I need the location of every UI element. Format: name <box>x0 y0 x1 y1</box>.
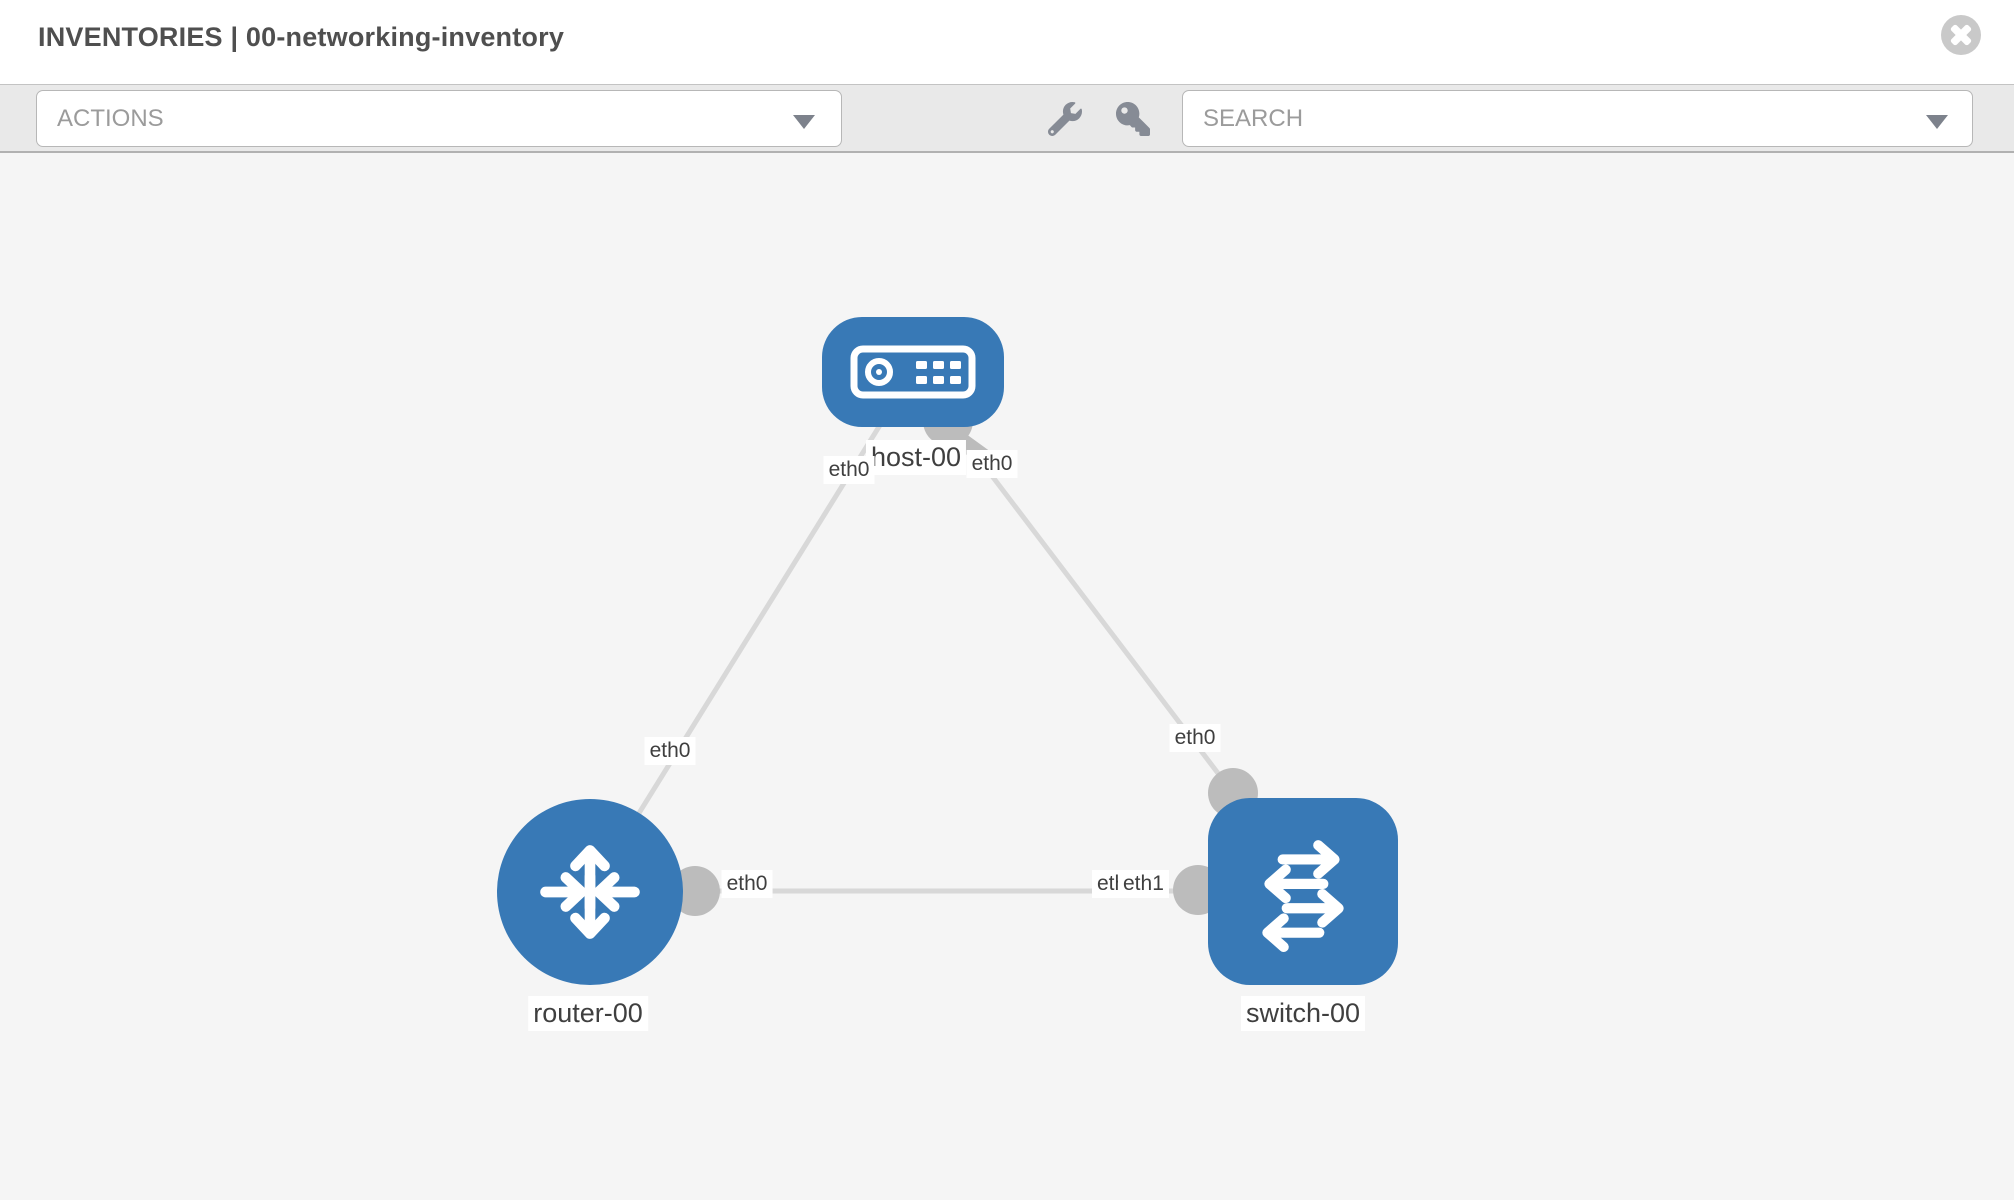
key-icon <box>1116 102 1150 136</box>
header: INVENTORIES | 00-networking-inventory <box>0 0 2014 84</box>
topology-links-layer <box>587 370 1303 916</box>
credentials-button[interactable] <box>1112 98 1154 140</box>
configure-button[interactable] <box>1044 98 1086 140</box>
wrench-icon <box>1048 102 1082 136</box>
switch-icon <box>1262 839 1344 952</box>
actions-dropdown[interactable]: ACTIONS <box>36 90 842 147</box>
actions-dropdown-label: ACTIONS <box>57 105 164 132</box>
interface-label-host-left: eth0 <box>823 456 875 484</box>
toolbar: ACTIONS SEARCH <box>0 84 2014 153</box>
interface-label-switch-top: eth0 <box>1169 724 1221 752</box>
node-router-00[interactable] <box>497 799 683 985</box>
interface-label-router-top: eth0 <box>644 737 696 765</box>
host-icon <box>850 345 976 399</box>
node-label-host: host-00 <box>865 440 967 475</box>
topology-canvas[interactable]: host-00 router-00 switch-00 eth0 eth0 et… <box>0 153 2014 1200</box>
node-label-switch: switch-00 <box>1240 996 1366 1031</box>
node-label-router: router-00 <box>528 996 648 1031</box>
search-dropdown-label: SEARCH <box>1203 105 1304 132</box>
interface-label-host-right: eth0 <box>966 450 1018 478</box>
chevron-down-icon <box>1926 115 1948 129</box>
search-dropdown[interactable]: SEARCH <box>1182 90 1973 147</box>
node-switch-00[interactable] <box>1208 798 1398 985</box>
interface-label-bottom-router: eth0 <box>721 870 773 898</box>
node-host-00[interactable] <box>822 317 1004 427</box>
close-icon <box>1941 15 1981 55</box>
interface-connector-router-right <box>670 866 720 916</box>
close-button[interactable] <box>1940 14 1982 56</box>
chevron-down-icon <box>793 115 815 129</box>
page-title: INVENTORIES | 00-networking-inventory <box>38 22 565 52</box>
router-icon <box>540 845 640 939</box>
interface-label-bottom-switch-eth1: eth1 <box>1118 870 1169 898</box>
